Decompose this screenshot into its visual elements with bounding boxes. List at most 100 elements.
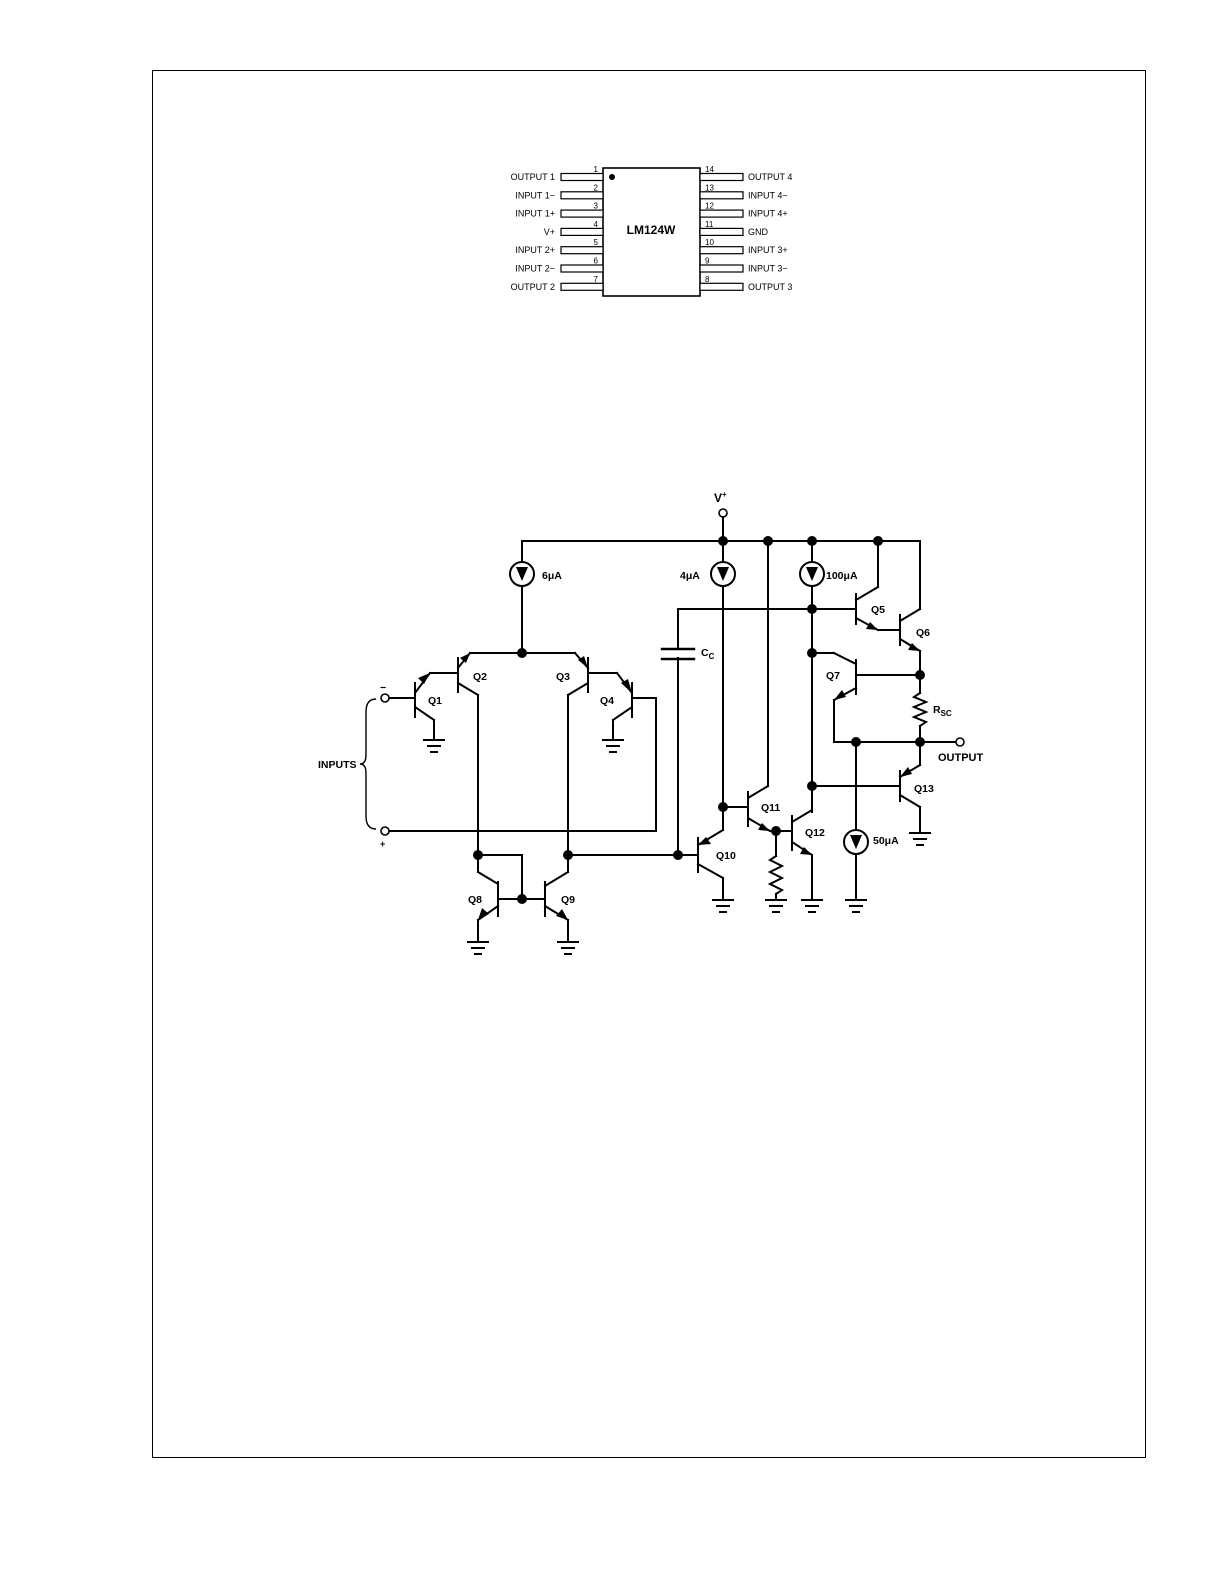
pin-label: OUTPUT 2 <box>511 282 555 292</box>
transistor-q9 <box>521 854 579 955</box>
current-4ua-label: 4μA <box>680 570 700 582</box>
pin-lead <box>560 282 604 291</box>
pin-4: 4V+ <box>544 220 604 237</box>
pin-number: 9 <box>705 257 710 266</box>
transistor-q13 <box>811 741 931 846</box>
pin-lead <box>699 209 744 218</box>
bias-resistor <box>765 830 787 913</box>
transistor-q10 <box>696 806 734 913</box>
pin-lead <box>699 191 744 200</box>
pin-number: 1 <box>594 165 599 174</box>
q10-label: Q10 <box>716 850 736 862</box>
q4-label: Q4 <box>600 695 614 707</box>
pin-number: 6 <box>594 257 599 266</box>
transistor-q5 <box>811 540 901 632</box>
page-frame <box>152 70 1146 1458</box>
pin-label: OUTPUT 3 <box>748 282 792 292</box>
current-source-4ua <box>710 561 736 587</box>
pin-label: INPUT 1+ <box>515 209 555 219</box>
pin-label: INPUT 2− <box>515 264 555 274</box>
equivalent-schematic: V+ 6μA Q2 <box>318 490 984 955</box>
q5-label: Q5 <box>871 604 885 616</box>
transistor-q8 <box>467 854 523 955</box>
junction-dot <box>517 648 527 658</box>
q3-label: Q3 <box>556 671 570 683</box>
pin-lead <box>699 246 744 255</box>
inverting-input-terminal[interactable] <box>380 693 390 703</box>
minus-sign: − <box>380 682 386 694</box>
pin-label: INPUT 3− <box>748 264 788 274</box>
pin-number: 13 <box>705 183 714 192</box>
pin-label: INPUT 3+ <box>748 245 788 255</box>
q8-label: Q8 <box>468 894 482 906</box>
q13-label: Q13 <box>914 783 934 795</box>
pin-lead <box>560 209 604 218</box>
pin-lead <box>560 191 604 200</box>
transistor-q2 <box>456 651 480 856</box>
pin-lead <box>560 246 604 255</box>
pin-number: 8 <box>705 275 710 284</box>
pin-lead <box>560 264 604 273</box>
pin-label: GND <box>748 227 769 237</box>
current-100ua-label: 100μA <box>826 570 858 582</box>
q12-label: Q12 <box>805 827 825 839</box>
chip-name: LM124W <box>627 223 676 237</box>
pin-lead <box>699 227 744 236</box>
pin-number: 10 <box>705 238 714 247</box>
res-label: RSC <box>933 704 952 718</box>
short-circuit-resistor <box>911 674 929 743</box>
transistor-q6 <box>898 540 922 676</box>
current-50ua-label: 50μA <box>873 835 899 847</box>
pin-label: V+ <box>544 227 555 237</box>
q11-label: Q11 <box>761 802 780 814</box>
current-source-100ua <box>799 561 825 587</box>
pin-number: 2 <box>594 183 599 192</box>
pin-number: 11 <box>705 220 714 229</box>
transistor-q12 <box>790 808 823 913</box>
pin-number: 5 <box>594 238 599 247</box>
q7-label: Q7 <box>826 670 840 682</box>
pin-label: INPUT 4− <box>748 190 788 200</box>
pin-number: 12 <box>705 202 714 211</box>
junction-dot <box>873 536 883 546</box>
transistor-q1 <box>388 671 459 753</box>
pin-lead <box>560 172 604 182</box>
cap-label: CC <box>701 647 715 661</box>
pin-number: 3 <box>594 202 599 211</box>
transistor-q7 <box>811 651 921 743</box>
current-source-6ua <box>509 561 535 587</box>
pin-lead <box>560 227 604 236</box>
pin-number: 14 <box>705 165 714 174</box>
q2-label: Q2 <box>473 671 487 683</box>
vplus-label: V+ <box>714 490 727 505</box>
inputs-brace <box>359 698 377 830</box>
pin-label: OUTPUT 1 <box>511 172 555 182</box>
transistor-q3 <box>566 651 590 856</box>
pin-lead <box>699 264 744 273</box>
pin-label: INPUT 4+ <box>748 209 788 219</box>
pin-number: 7 <box>594 275 599 284</box>
transistor-q4 <box>388 671 657 832</box>
pin-lead <box>699 282 744 291</box>
pin-lead <box>699 172 744 182</box>
current-source-50ua <box>843 829 869 855</box>
q1-label: Q1 <box>428 695 442 707</box>
output-terminal[interactable] <box>955 737 965 747</box>
pin-label: INPUT 2+ <box>515 245 555 255</box>
noninverting-input-terminal[interactable] <box>380 826 390 836</box>
